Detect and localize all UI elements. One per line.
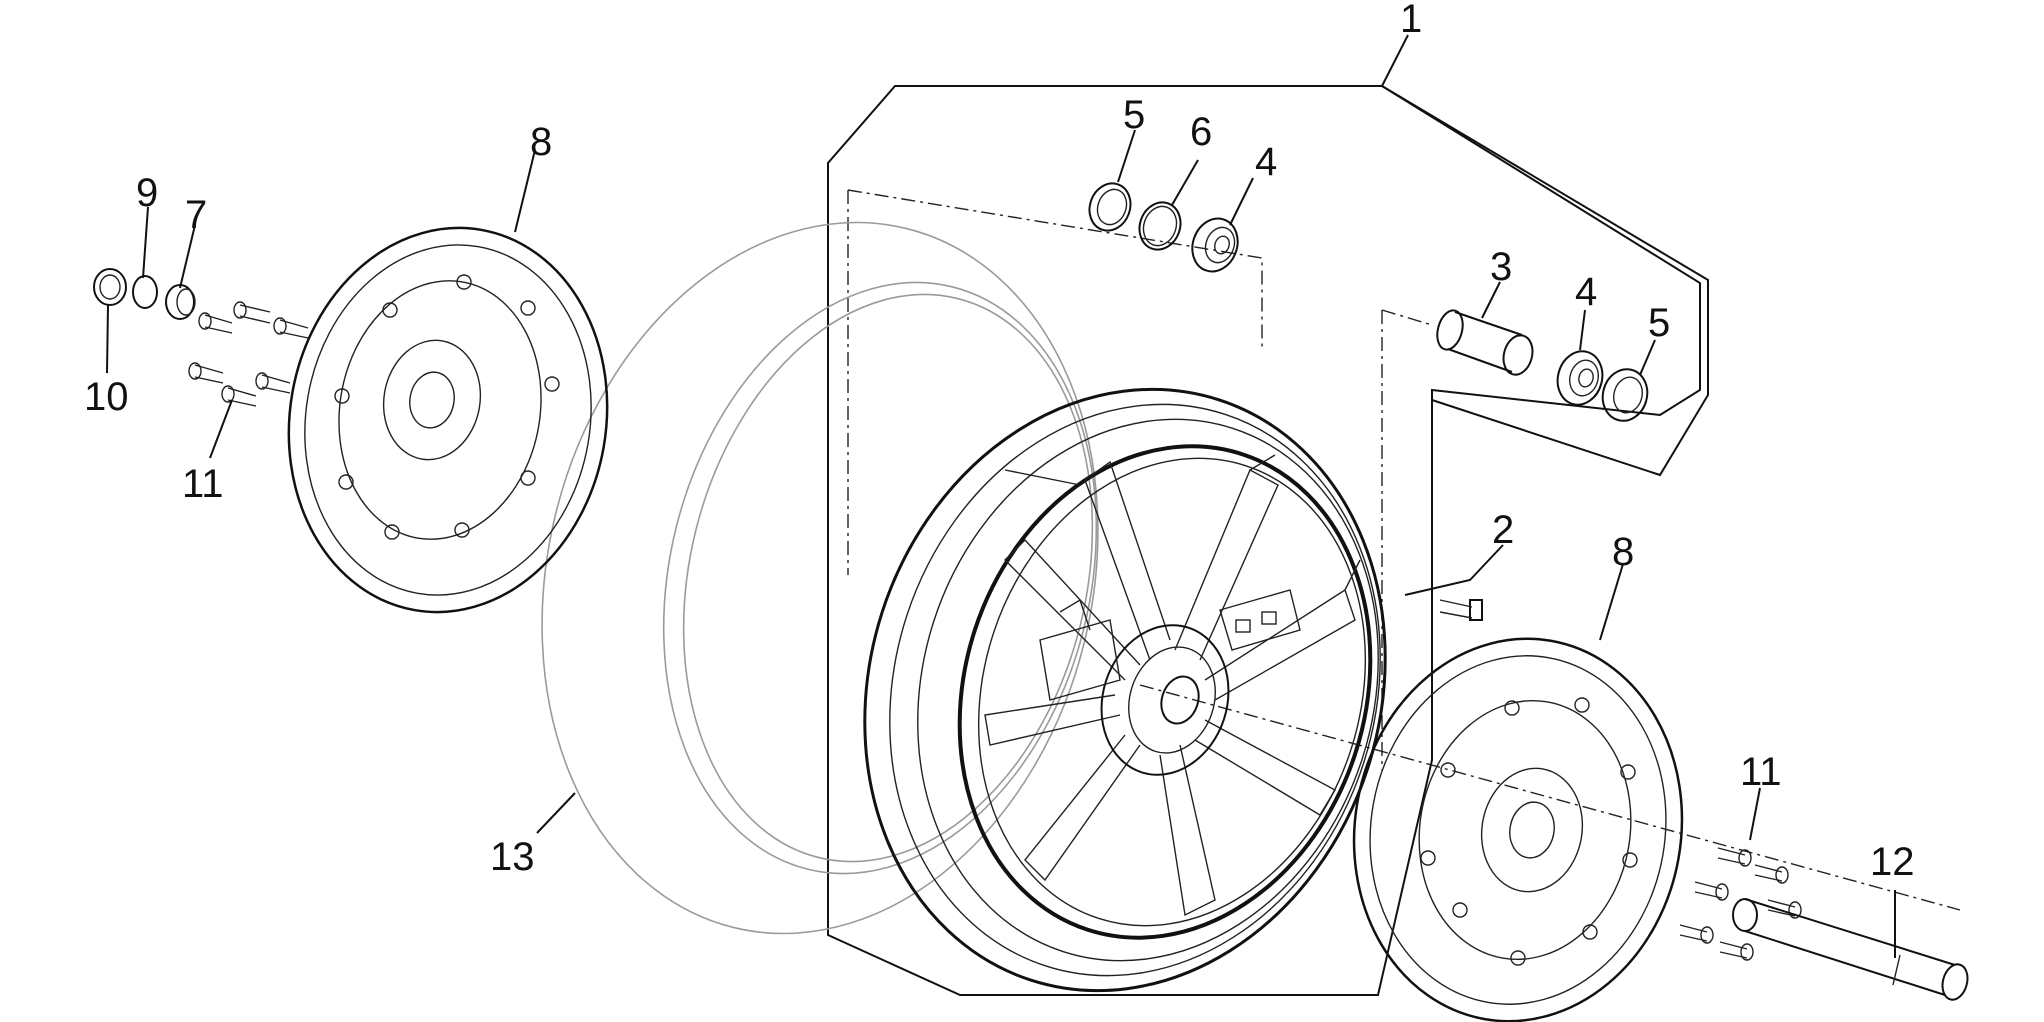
wheel-rim (863, 387, 1387, 993)
callout-5-right: 5 (1648, 301, 1670, 345)
callout-5-top: 5 (1123, 93, 1145, 137)
callout-11-left: 11 (182, 462, 224, 506)
bearing-4-top (1191, 217, 1239, 273)
callout-3: 3 (1490, 245, 1512, 289)
callout-8-right: 8 (1612, 530, 1634, 574)
callout-4-right: 4 (1575, 270, 1597, 314)
disc-left-rivets (334, 274, 560, 540)
dash-box-upper (847, 189, 1263, 575)
callout-1: 1 (1400, 0, 1422, 41)
ring-6 (1138, 201, 1182, 251)
bolts-right-11 (1679, 847, 1802, 961)
assembly-outline (827, 85, 1701, 996)
disc-right-rivets (1420, 697, 1638, 966)
callout-2: 2 (1492, 508, 1514, 552)
callout-6: 6 (1190, 110, 1212, 154)
callout-8-left: 8 (530, 120, 552, 164)
bearing-4-right (1556, 350, 1604, 406)
brake-disc-right (1352, 637, 1684, 1022)
callout-13: 13 (490, 835, 535, 879)
hub-detail-box (1381, 85, 1709, 477)
seal-5-top (1088, 182, 1132, 232)
callout-9: 9 (136, 171, 158, 215)
callout-12: 12 (1870, 840, 1915, 884)
callout-7: 7 (185, 193, 207, 237)
spacer-3 (1436, 309, 1534, 376)
nut-10 (93, 268, 127, 306)
callout-labels: 1 2 3 4 4 5 5 6 7 8 8 9 10 11 11 12 13 (84, 0, 1915, 884)
wheel-spokes (984, 454, 1361, 917)
callout-11-right: 11 (1740, 750, 1782, 794)
dash-axis-line (1139, 684, 1961, 911)
wheel-hub (1039, 598, 1230, 776)
callout-10: 10 (84, 375, 129, 419)
screw-2 (1439, 599, 1483, 621)
brake-disc-left (287, 226, 609, 614)
valve-stem (1219, 589, 1301, 651)
axle-12 (1732, 898, 1969, 1001)
spacer-7 (165, 284, 196, 320)
callout-4-top: 4 (1255, 140, 1277, 184)
tire (541, 221, 1099, 935)
washer-9 (132, 275, 158, 309)
bolts-left-11 (188, 301, 309, 407)
seal-5-right (1601, 368, 1649, 422)
leader-lines (106, 34, 1896, 958)
